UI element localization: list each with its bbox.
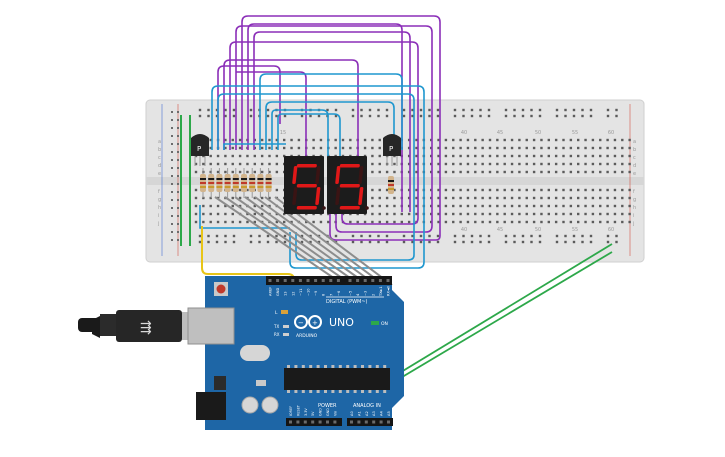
pnp-transistor-right[interactable]: P	[383, 134, 401, 166]
arduino-logo-icon: − +	[294, 315, 322, 329]
breadboard-column-number: 60	[608, 227, 614, 233]
digital-pin-label: GND	[276, 288, 280, 296]
row-letter: f	[158, 189, 160, 195]
digital-pin-label: 13	[284, 291, 288, 296]
row-letter: a	[158, 139, 161, 145]
seven-segment-display-right[interactable]: 5	[0, 0, 369, 214]
row-letter: c	[633, 155, 636, 161]
power-pin-label: Vin	[333, 411, 337, 416]
analog-pin-label: A3	[372, 411, 376, 416]
arduino-logo-text: ARDUINO	[296, 333, 318, 339]
digital-pin-label: RX◄0	[387, 285, 391, 296]
breadboard-column-number: 40	[461, 227, 467, 233]
analog-pin-label: A2	[365, 411, 369, 416]
pnp-transistor-left[interactable]: P	[191, 134, 209, 166]
digital-pin-label: TX►1	[379, 286, 383, 297]
digital-header-label: DIGITAL (PWM~)	[326, 299, 368, 305]
analog-pin-label: A0	[350, 411, 354, 416]
svg-text:+: +	[312, 319, 318, 327]
breadboard-column-number: 40	[461, 130, 467, 136]
power-pin-label: IOREF	[289, 406, 293, 416]
breadboard-column-number: 15	[280, 130, 286, 136]
digital-pin-label: 7	[329, 294, 333, 296]
digital-pin-label: AREF	[269, 287, 273, 296]
usb-icon: ⇶	[140, 320, 152, 336]
resistor-right[interactable]	[388, 176, 394, 194]
power-pin-label: 5V	[311, 411, 315, 416]
digital-pin-label: 8	[322, 293, 326, 296]
row-letter: j	[157, 221, 159, 227]
power-pin-label: GND	[326, 408, 330, 416]
digital-pin-label: ~9	[314, 290, 318, 296]
svg-text:−: −	[298, 319, 304, 327]
power-pin-label: GND	[319, 408, 323, 416]
seven-segment-display-left[interactable]: 5	[0, 0, 326, 214]
digital-pin-label: ~3	[364, 291, 368, 296]
row-letter: g	[158, 197, 161, 203]
digital-pin-label: ~11	[299, 288, 303, 296]
breadboard-column-number: 55	[572, 227, 578, 233]
transistor-label: P	[389, 145, 393, 153]
breadboard-holes	[171, 108, 631, 244]
breadboard-column-number: 45	[497, 130, 503, 136]
power-pin-label: RESET	[296, 404, 300, 416]
digital-pin-label: 4	[356, 293, 360, 296]
row-letter: e	[158, 171, 161, 177]
row-letter: d	[158, 163, 161, 169]
digital-pin-label: ~5	[349, 291, 353, 296]
digital-pin-label: ~6	[337, 290, 341, 296]
digital-pin-label: ~10	[307, 288, 311, 296]
analog-pin-label: A5	[387, 411, 391, 416]
breadboard-column-number: 45	[497, 227, 503, 233]
row-letter: f	[633, 189, 635, 195]
row-letter: b	[158, 147, 161, 153]
row-letter: d	[633, 163, 636, 169]
transistor-label: P	[197, 145, 201, 153]
led-label-tx: TX	[273, 324, 279, 329]
power-header-label: POWER	[318, 403, 337, 409]
breadboard-row-letters-left: a b c d e f g h i j	[157, 139, 161, 227]
power-pin-label: 3.3V	[304, 408, 308, 416]
analog-pin-label: A4	[380, 411, 384, 416]
breadboard-column-number: 55	[572, 130, 578, 136]
analog-pin-label: A1	[357, 411, 361, 416]
usb-cable[interactable]: ⇶	[78, 310, 194, 342]
led-label-on: ON	[381, 321, 388, 327]
row-letter: i	[158, 213, 159, 219]
row-letter: h	[633, 205, 636, 211]
digital-pin-label: 2	[371, 294, 375, 296]
board-model: UNO	[329, 316, 354, 329]
breadboard-column-number: 50	[535, 227, 541, 233]
row-letter: i	[633, 213, 634, 219]
row-letter: j	[632, 221, 634, 227]
row-letter: h	[158, 205, 161, 211]
row-letter: b	[633, 147, 636, 153]
row-letter: a	[633, 139, 636, 145]
analog-header-label: ANALOG IN	[353, 403, 381, 409]
led-label-l: L	[275, 310, 278, 316]
row-letter: c	[158, 155, 161, 161]
breadboard-row-letters-right: a b c d e f g h i j	[632, 139, 636, 227]
breadboard-column-number: 60	[608, 130, 614, 136]
led-label-rx: RX	[274, 332, 280, 337]
digital-pin-label: 12	[291, 291, 295, 296]
row-letter: g	[633, 197, 636, 203]
reset-button[interactable]	[216, 284, 226, 294]
row-letter: e	[633, 171, 636, 177]
resistor-array[interactable]	[200, 168, 272, 198]
breadboard-column-number: 50	[535, 130, 541, 136]
